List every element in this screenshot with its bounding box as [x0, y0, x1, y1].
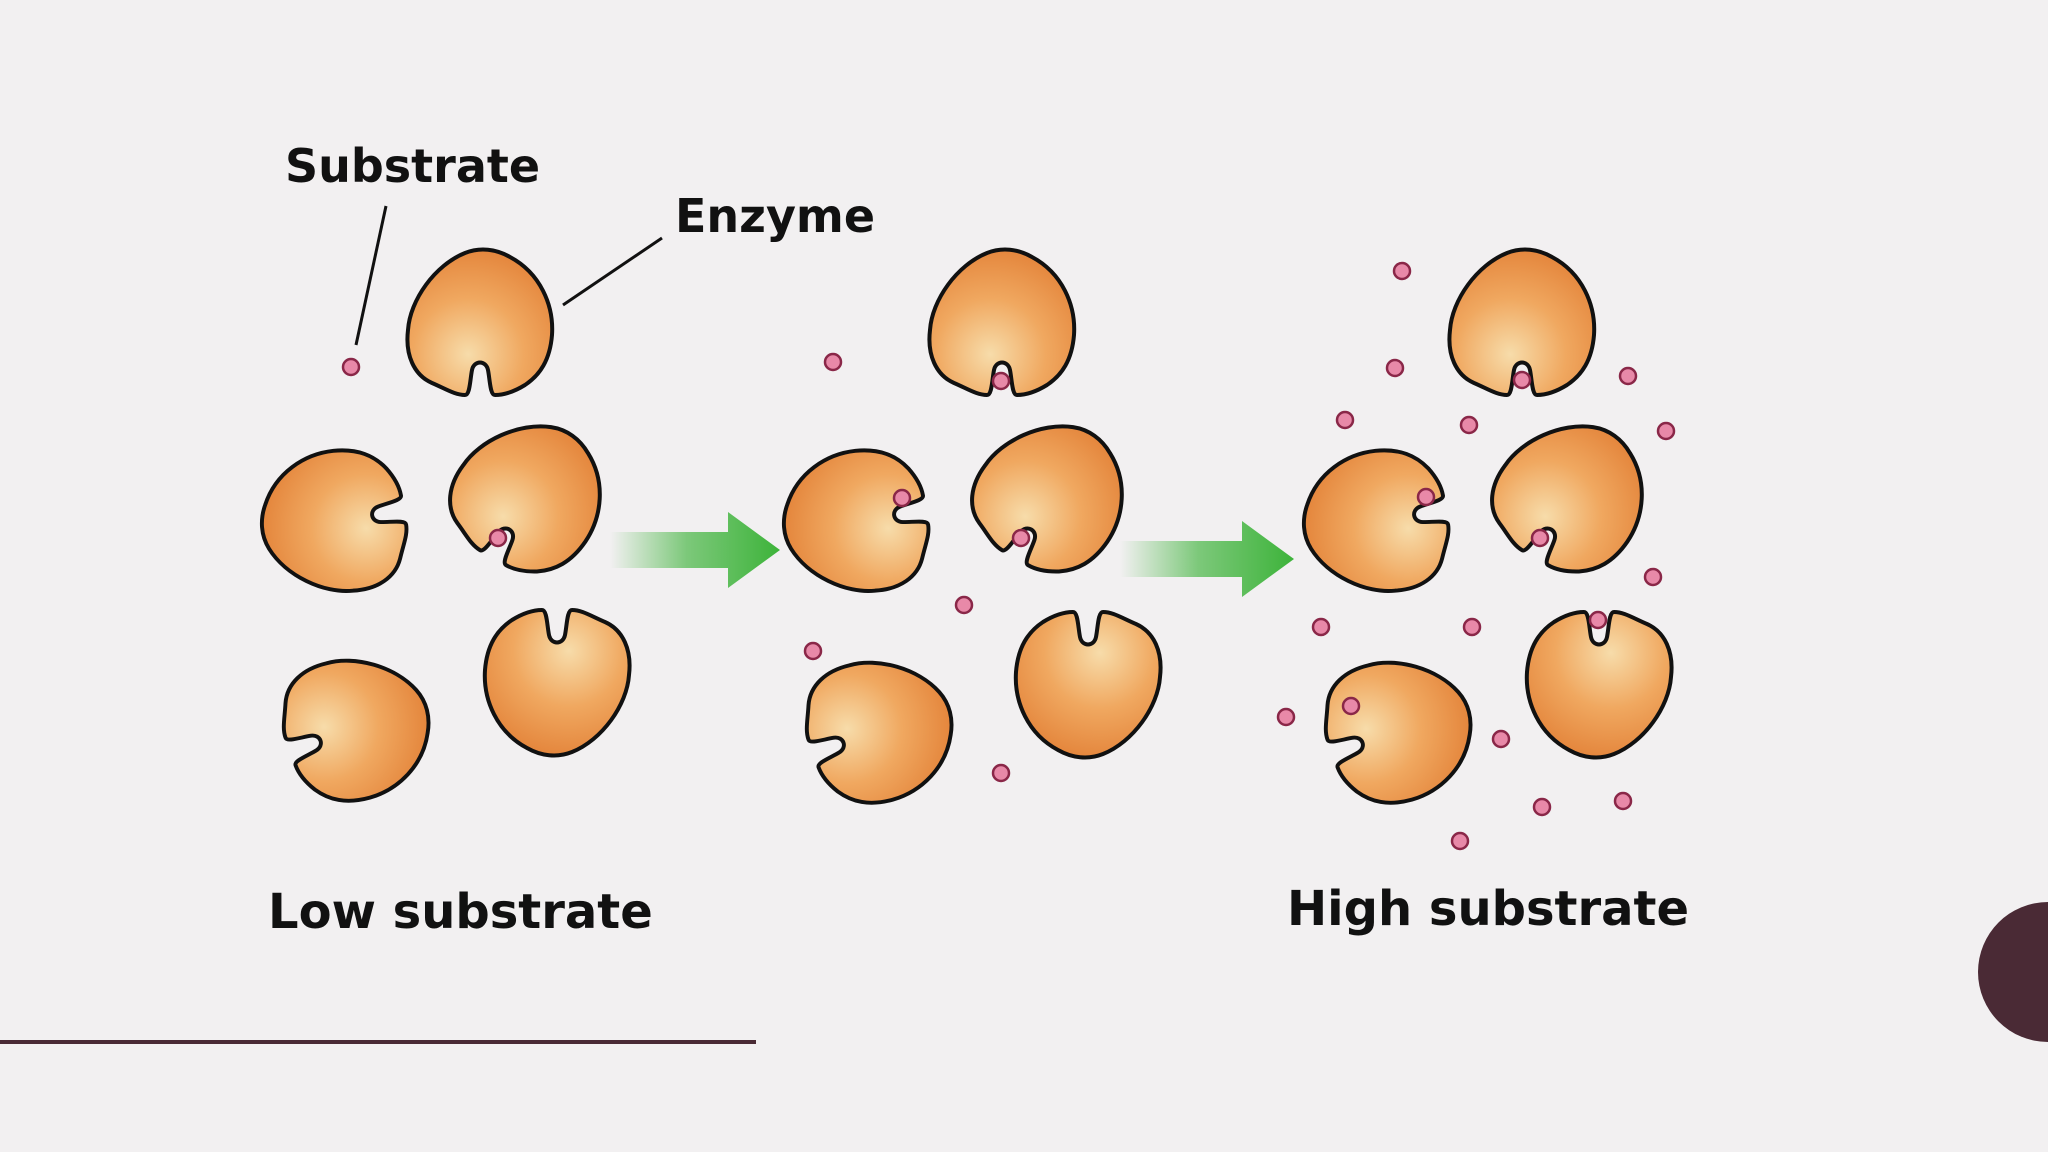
substrate — [1643, 567, 1663, 587]
enzyme-group-high — [1290, 247, 1674, 822]
arrow-mid-to-high — [1120, 521, 1294, 597]
substrate — [954, 595, 974, 615]
substrate — [892, 488, 912, 508]
substrate — [1385, 358, 1405, 378]
enzyme — [1470, 393, 1673, 596]
substrate — [1613, 791, 1633, 811]
substrate-label: Substrate — [285, 139, 540, 193]
substrate — [1450, 831, 1470, 851]
enzyme — [1013, 610, 1163, 760]
arrow-low-to-mid — [610, 512, 780, 588]
enzyme — [428, 393, 631, 596]
enzyme — [482, 608, 632, 758]
substrate — [1618, 366, 1638, 386]
substrate — [1530, 528, 1550, 548]
substrate — [1532, 797, 1552, 817]
substrate — [488, 528, 508, 548]
enzyme — [1524, 610, 1674, 760]
enzyme — [405, 247, 555, 397]
substrate — [803, 641, 823, 661]
enzyme-leader-line — [562, 236, 663, 307]
substrate — [1392, 261, 1412, 281]
enzyme-group-mid — [770, 247, 1163, 822]
low-substrate-label: Low substrate — [268, 884, 653, 940]
substrate — [1276, 707, 1296, 727]
substrate — [1512, 370, 1532, 390]
substrate — [1341, 696, 1361, 716]
right-arrow-icon — [1120, 521, 1294, 597]
substrate — [1656, 421, 1676, 441]
diagram-labels: Substrate Enzyme — [285, 139, 875, 346]
enzyme — [787, 635, 974, 822]
enzyme-label: Enzyme — [675, 189, 875, 243]
substrate — [1491, 729, 1511, 749]
substrate — [1462, 617, 1482, 637]
enzyme — [770, 438, 940, 607]
enzyme-group-low — [248, 247, 632, 820]
substrate — [823, 352, 843, 372]
substrate — [991, 763, 1011, 783]
enzyme — [1290, 438, 1460, 607]
enzyme — [264, 633, 451, 820]
accent-circle — [1978, 902, 2048, 1042]
substrate — [1335, 410, 1355, 430]
substrate-leader-line — [354, 205, 388, 346]
enzyme — [248, 438, 418, 607]
substrate — [1011, 528, 1031, 548]
substrate — [1459, 415, 1479, 435]
substrate — [991, 371, 1011, 391]
right-arrow-icon — [610, 512, 780, 588]
high-substrate-label: High substrate — [1287, 881, 1689, 937]
substrate — [1416, 487, 1436, 507]
substrate — [1311, 617, 1331, 637]
substrate — [341, 357, 361, 377]
enzyme — [1306, 635, 1493, 822]
substrate-molecules — [341, 261, 1676, 851]
substrate — [1588, 610, 1608, 630]
